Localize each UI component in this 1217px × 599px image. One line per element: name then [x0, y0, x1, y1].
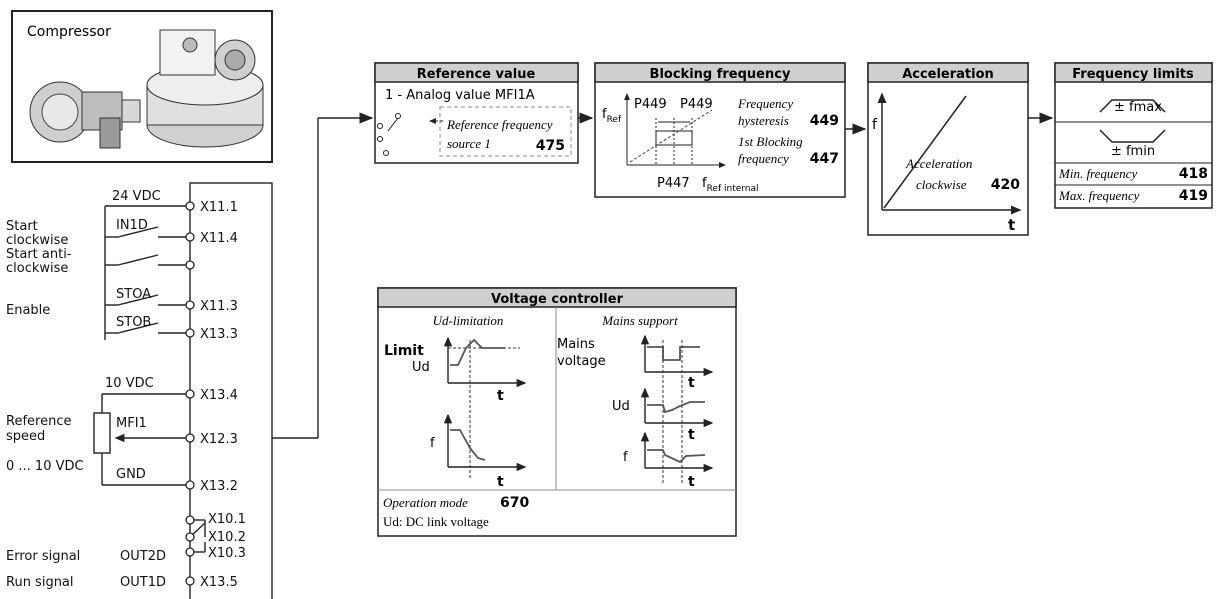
blocking-blk-num: 447 — [810, 151, 839, 167]
freq-limits-max-label: Max. frequency — [1058, 188, 1140, 203]
voltage-t5: t — [688, 474, 695, 490]
acceleration-block: Acceleration f t Acceleration clockwise … — [867, 62, 1029, 236]
start-cw-label-2: clockwise — [6, 233, 68, 248]
acceleration-label-1: Acceleration — [905, 156, 972, 171]
voltage-t1: t — [497, 388, 504, 404]
pin-x11-1: X11.1 — [200, 200, 238, 215]
freq-limits-min-num: 418 — [1179, 166, 1208, 182]
acceleration-num: 420 — [991, 177, 1020, 193]
stob-label: STOB — [116, 315, 151, 330]
pin-x12-3: X12.3 — [200, 432, 238, 447]
freq-limits-title: Frequency limits — [1072, 67, 1194, 82]
start-acw-label-1: Start anti- — [6, 247, 72, 262]
run-signal-label: Run signal — [6, 575, 74, 590]
reference-param-2: source 1 — [447, 136, 491, 151]
voltage-note: Ud: DC link voltage — [383, 514, 489, 529]
stoa-label: STOA — [116, 287, 151, 302]
out2d-label: OUT2D — [120, 549, 166, 564]
compressor-label: Compressor — [27, 24, 111, 40]
ref-speed-label-2: speed — [6, 429, 45, 444]
blocking-fref-internal: fRef internal — [702, 176, 759, 194]
gnd-label: GND — [116, 467, 146, 482]
start-cw-label-1: Start — [6, 219, 38, 234]
voltage-ud-r: Ud — [612, 399, 630, 414]
voltage-op-mode: Operation mode — [383, 495, 468, 510]
voltage-title: Voltage controller — [491, 292, 624, 307]
blocking-p447: P447 — [657, 176, 690, 191]
enable-label: Enable — [6, 303, 50, 318]
ref-speed-label-1: Reference — [6, 414, 71, 429]
frequency-limits-block: Frequency limits ± fmax ± fmin Min. freq… — [1054, 62, 1213, 209]
terminal-block — [93, 112, 374, 599]
freq-limits-fmin: ± fmin — [1111, 144, 1155, 159]
voltage-t2: t — [497, 474, 504, 490]
pin-x10-3: X10.3 — [208, 546, 246, 561]
supply-24v-label: 24 VDC — [112, 189, 161, 204]
compressor-pump-image — [146, 29, 264, 148]
blocking-blk-1: 1st Blocking — [738, 134, 803, 149]
blocking-hyst-1: Frequency — [737, 96, 793, 111]
freq-limits-min-label: Min. frequency — [1058, 166, 1137, 181]
freq-limits-fmax: ± fmax — [1114, 100, 1162, 115]
pin-x10-1: X10.1 — [208, 512, 246, 527]
acceleration-f: f — [872, 117, 878, 133]
out1d-label: OUT1D — [120, 575, 166, 590]
mfi1-label: MFI1 — [116, 416, 147, 431]
blocking-blk-2: frequency — [738, 151, 789, 166]
compressor-motor-image — [29, 81, 141, 149]
voltage-limit: Limit — [384, 343, 424, 359]
blocking-title: Blocking frequency — [650, 67, 791, 82]
compressor-panel: Compressor — [11, 10, 273, 163]
range-label: 0 ... 10 VDC — [6, 459, 84, 474]
voltage-controller-block: Voltage controller Ud-limitation Mains s… — [377, 287, 737, 537]
voltage-left-title: Ud-limitation — [433, 313, 504, 328]
pin-x10-2: X10.2 — [208, 530, 246, 545]
blocking-hyst-num: 449 — [810, 113, 839, 129]
terminal-contacts — [185, 201, 195, 586]
blocking-frequency-block: Blocking frequency fRef P449 P449 P447 f… — [594, 62, 846, 198]
reference-value-block: Reference value 1 - Analog value MFI1A R… — [374, 62, 579, 164]
pin-x13-4: X13.4 — [200, 388, 238, 403]
blocking-fref: fRef — [602, 107, 622, 125]
voltage-f-r: f — [623, 450, 628, 465]
error-signal-label: Error signal — [6, 549, 80, 564]
in1d-label: IN1D — [116, 218, 148, 233]
blocking-hyst-2: hysteresis — [738, 113, 789, 128]
reference-param-1: Reference frequency — [446, 117, 553, 132]
voltage-right-title: Mains support — [601, 313, 678, 328]
acceleration-t: t — [1008, 216, 1015, 234]
supply-10v-label: 10 VDC — [105, 376, 154, 391]
reference-mode: 1 - Analog value MFI1A — [385, 88, 535, 103]
pin-x13-3: X13.3 — [200, 327, 238, 342]
voltage-mains-2: voltage — [557, 354, 606, 369]
acceleration-title: Acceleration — [902, 67, 994, 82]
voltage-mains-1: Mains — [557, 337, 595, 352]
voltage-f: f — [430, 436, 435, 451]
acceleration-label-2: clockwise — [916, 177, 967, 192]
voltage-ud: Ud — [412, 360, 430, 375]
freq-limits-max-num: 419 — [1179, 188, 1208, 204]
blocking-p449-b: P449 — [680, 97, 713, 112]
voltage-t4: t — [688, 427, 695, 443]
pin-x13-5: X13.5 — [200, 575, 238, 590]
pin-x13-2: X13.2 — [200, 479, 238, 494]
start-acw-label-2: clockwise — [6, 261, 68, 276]
pin-x11-4: X11.4 — [200, 231, 238, 246]
voltage-t3: t — [688, 375, 695, 391]
voltage-op-num: 670 — [500, 495, 529, 511]
pin-x11-3: X11.3 — [200, 299, 238, 314]
blocking-p449-a: P449 — [634, 97, 667, 112]
reference-title: Reference value — [417, 67, 536, 82]
reference-param-num: 475 — [536, 138, 565, 154]
